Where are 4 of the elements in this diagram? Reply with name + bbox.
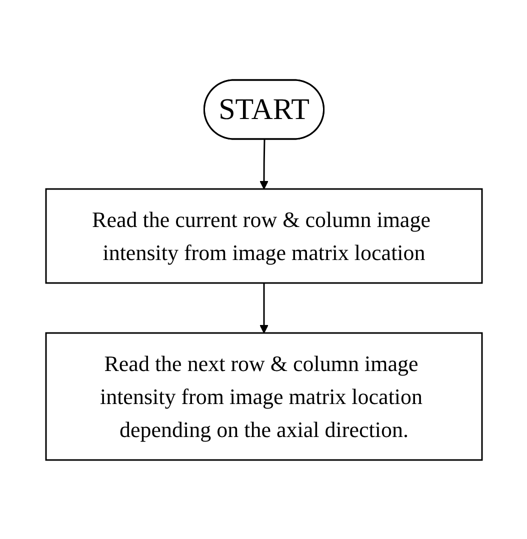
- node-box: Read the current row & column image intensity from image matrix location: [44, 188, 482, 284]
- arrow: [259, 282, 268, 333]
- node-box: Read the next row & column image intensity from image matrix location depending on the axial direction.: [44, 332, 482, 460]
- arrow: [259, 138, 268, 189]
